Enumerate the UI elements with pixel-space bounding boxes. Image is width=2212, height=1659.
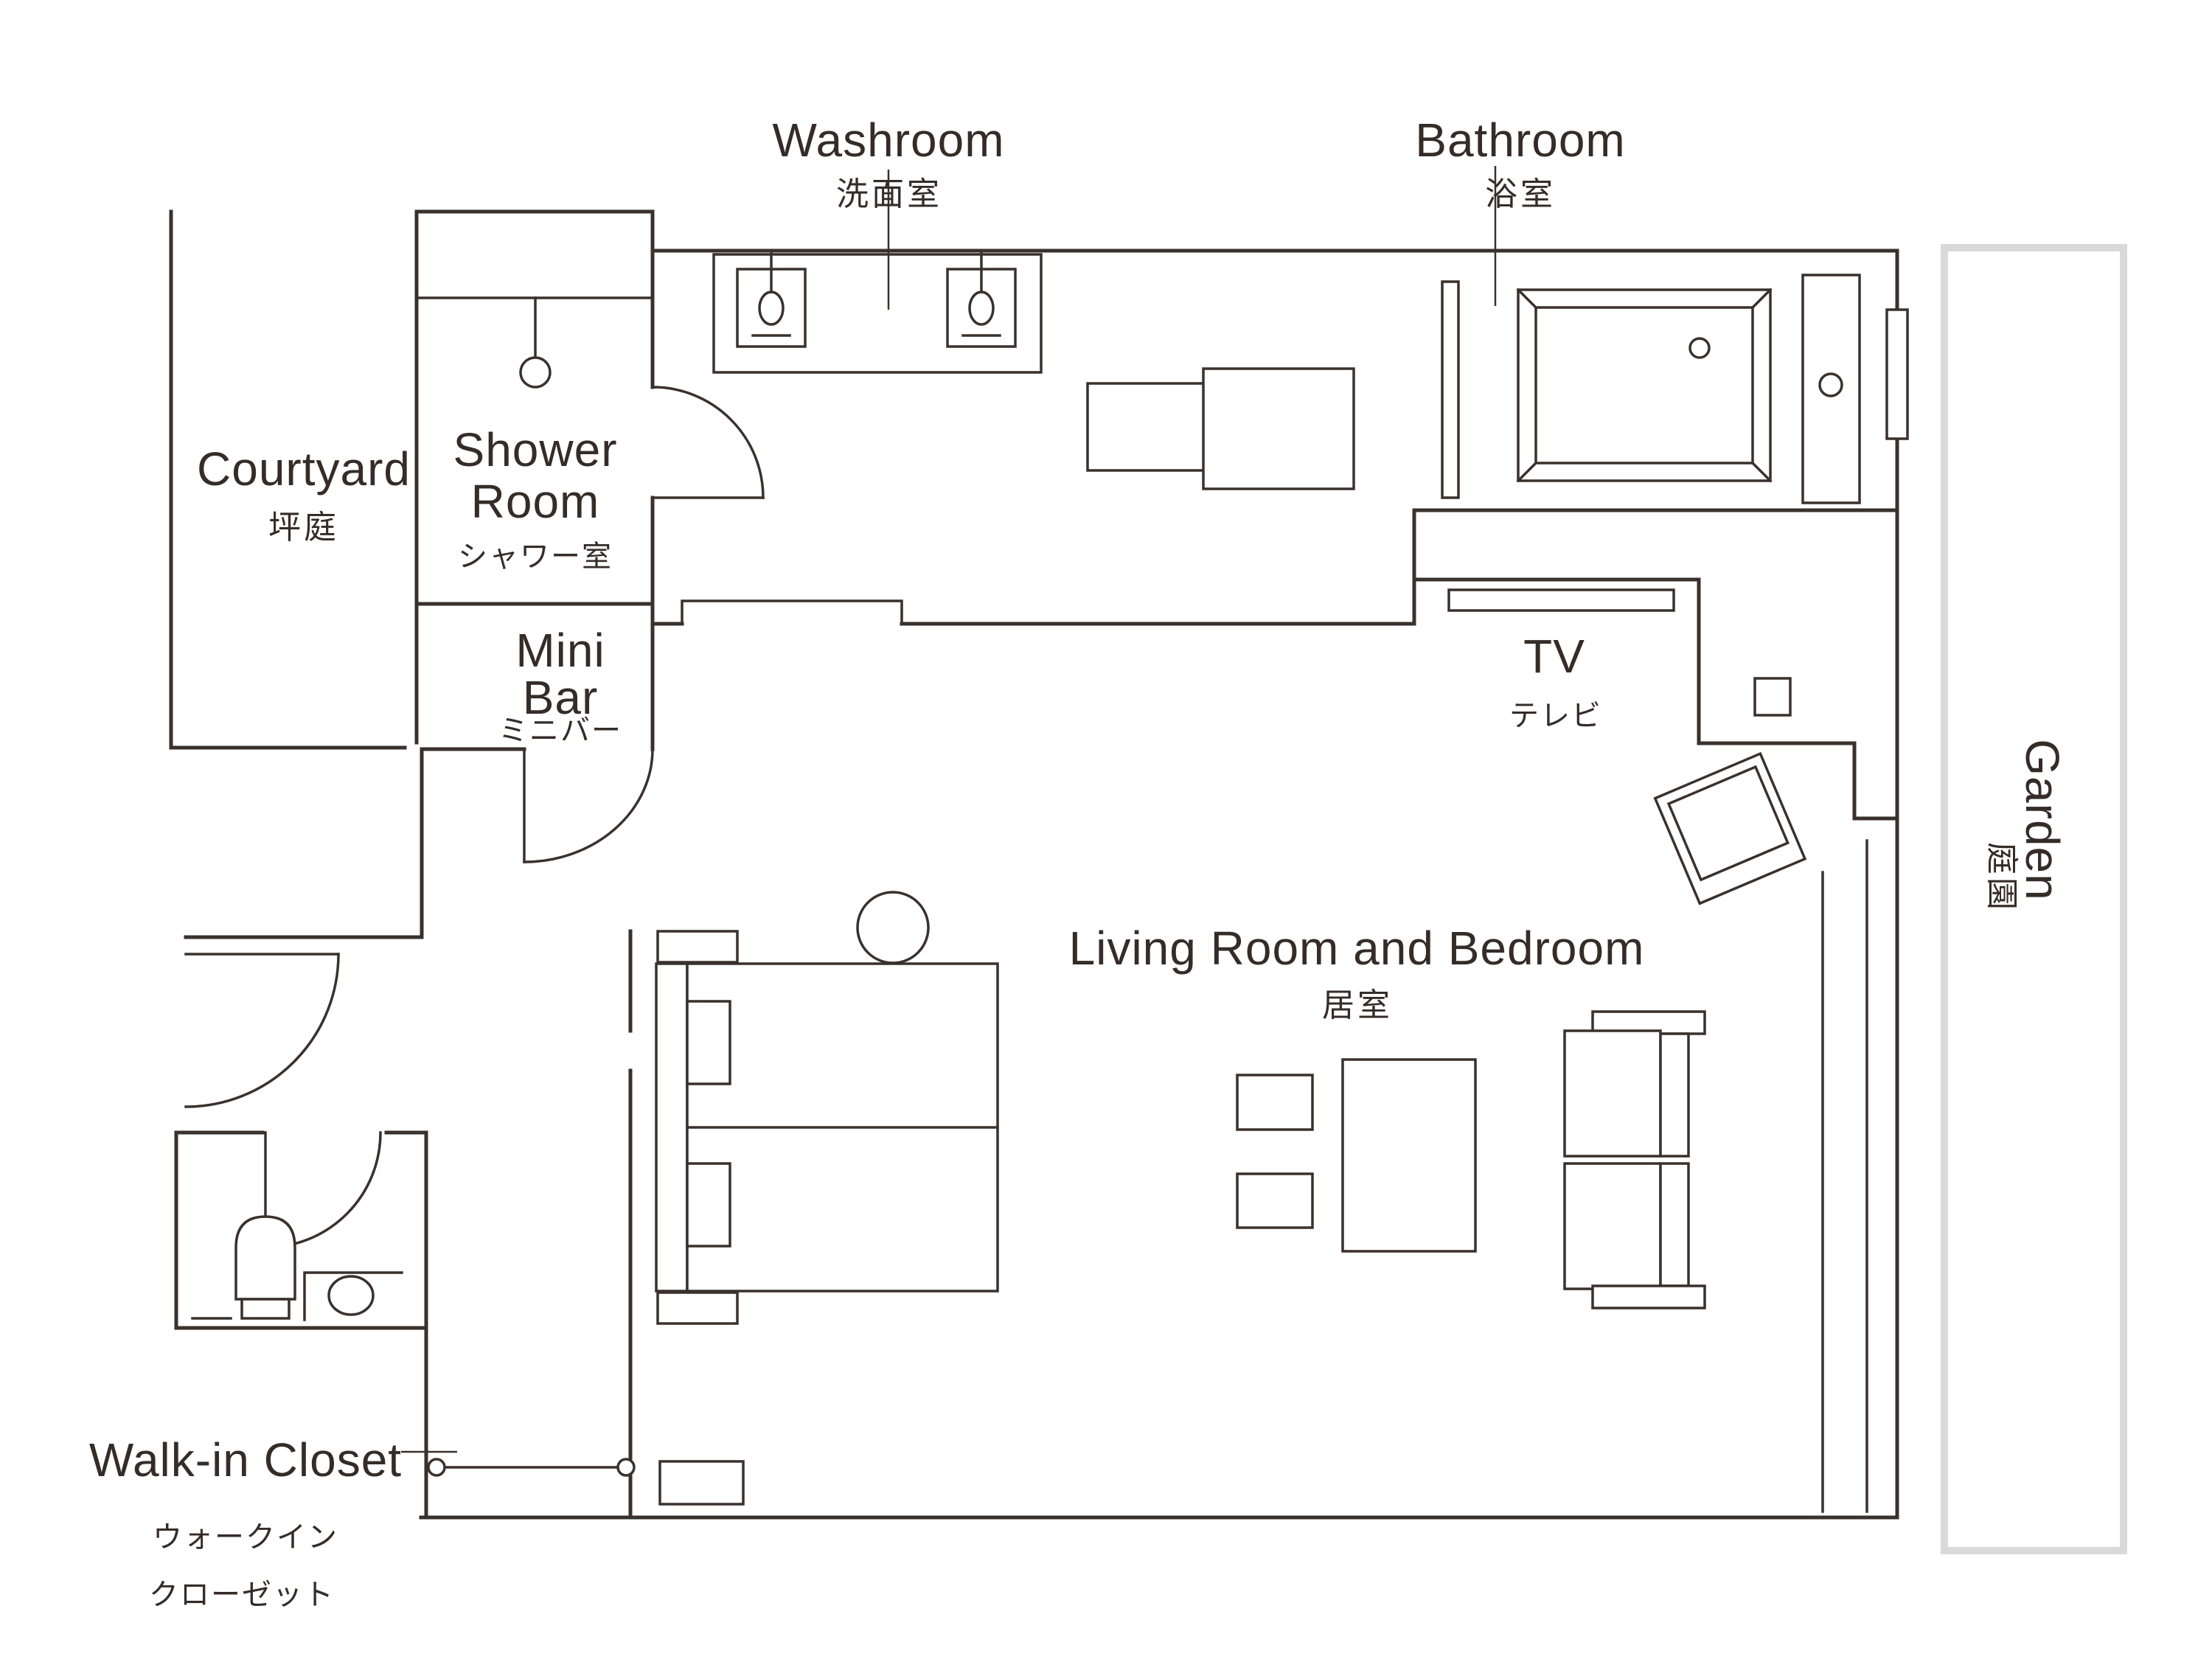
sofa-seat-bottom <box>1563 1162 1662 1290</box>
shower-head <box>519 356 552 389</box>
sofa-back-bottom <box>1659 1162 1690 1287</box>
window-right-wall <box>1885 308 1909 440</box>
door-shower-arc <box>651 386 765 499</box>
mini-bar-label-1: Mini <box>515 624 605 677</box>
tv-label: TV <box>1523 630 1585 683</box>
bathtub-bevels <box>1516 288 1773 483</box>
living-room-label-jp: 居室 <box>1322 987 1393 1023</box>
walk-in-closet-label: Walk-in Closet <box>89 1433 402 1486</box>
closet-rail-end-left <box>427 1458 446 1477</box>
bathroom-pocket-door <box>1441 280 1460 499</box>
passage-lintel <box>681 599 903 625</box>
garden-label-jp: 庭園 <box>1983 842 2020 913</box>
bed-group <box>655 891 999 1506</box>
tv-label-jp: テレビ <box>1509 700 1602 732</box>
toilet-closet-fixtures <box>191 1215 636 1477</box>
walls <box>169 209 1909 1520</box>
garden-border <box>1941 244 2127 1554</box>
bedside-stool <box>856 891 930 964</box>
bed-nightstand-bottom <box>656 1291 739 1325</box>
tv <box>1447 588 1675 612</box>
shower-room-label-jp: シャワー室 <box>458 540 613 573</box>
sofa-seat-top <box>1563 1029 1662 1158</box>
closet-rail-end-right <box>616 1458 636 1477</box>
living-room-label: Living Room and Bedroom <box>1069 922 1645 975</box>
toilet-base <box>240 1298 291 1320</box>
room-labels: Washroom 洗面室 Bathroom 浴室 Courtyard 坪庭 Sh… <box>89 114 1644 1611</box>
luggage-bench-high <box>1202 367 1355 490</box>
bed-headboard <box>655 962 689 1293</box>
door-minibar-arc <box>523 748 654 863</box>
leader-lines <box>401 166 1497 1453</box>
courtyard-label: Courtyard <box>197 442 411 495</box>
courtyard-label-jp: 坪庭 <box>268 509 339 546</box>
shower-room-label-1: Shower <box>453 423 618 476</box>
armchair <box>1653 751 1807 905</box>
walk-in-closet-label-jp1: ウォークイン <box>153 1521 338 1554</box>
sofa-arm-bottom <box>1591 1284 1706 1310</box>
mini-bar-label-2: Bar <box>523 671 599 724</box>
mini-bar-label-jp: ミニバー <box>498 714 622 747</box>
bathtub-inner <box>1534 306 1754 465</box>
garden-label: Garden <box>2016 739 2069 900</box>
sink-left-basin <box>758 291 785 326</box>
dining-table <box>1341 1058 1477 1253</box>
shower-fixtures <box>519 296 552 389</box>
stool-top <box>1236 1074 1314 1131</box>
toilet-sink-basin <box>327 1275 375 1316</box>
bed-pillow-top <box>686 1000 731 1085</box>
stool-bottom <box>1236 1172 1314 1229</box>
toilet-sink-counter <box>303 1271 403 1321</box>
bathroom-label: Bathroom <box>1415 114 1625 167</box>
walk-in-closet-label-jp2: クローゼット <box>149 1579 335 1611</box>
sink-right-basin <box>968 291 995 326</box>
bed-pillow-bottom <box>686 1162 731 1248</box>
bathroom-label-jp: 浴室 <box>1485 176 1556 212</box>
living-furniture <box>1236 1010 1706 1310</box>
bed-nightstand-top <box>656 930 739 964</box>
bed-foot-ottoman <box>658 1460 745 1506</box>
garden-area: Garden 庭園 <box>1941 244 2127 1554</box>
side-table <box>1753 677 1792 717</box>
door-entry-arc <box>184 953 340 1108</box>
wall-tv-niche-side <box>1697 577 1899 821</box>
washroom-label: Washroom <box>772 114 1004 167</box>
bath-bench-drain <box>1818 372 1843 397</box>
toilet <box>234 1215 296 1301</box>
washroom-fixtures <box>712 249 1355 490</box>
washroom-label-jp: 洗面室 <box>836 176 942 212</box>
shower-room-label-2: Room <box>471 475 600 528</box>
bathroom-fixtures <box>1441 274 1861 504</box>
bathtub-drain <box>1688 337 1711 359</box>
sofa-back-top <box>1659 1032 1690 1158</box>
tv-area <box>1447 588 1807 905</box>
armchair-seat <box>1666 765 1790 882</box>
